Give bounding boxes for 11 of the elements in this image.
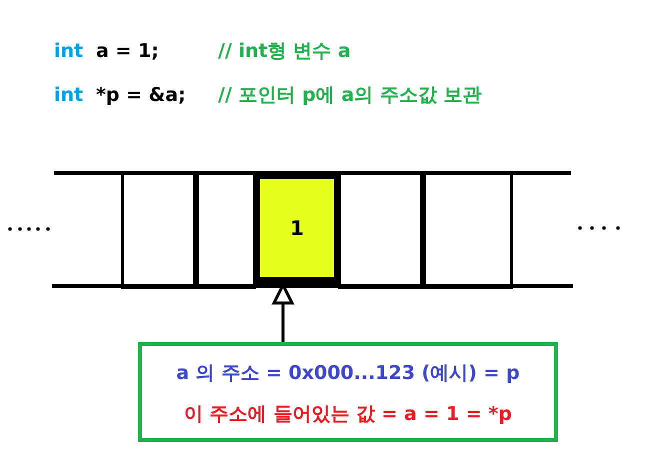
value-text: 1 [290, 216, 304, 240]
value-text: 이 주소에 들어있는 값 = a = 1 = *p [183, 402, 513, 427]
code-comment: // int형 변수 a [218, 40, 351, 62]
keyword-text: int [54, 40, 84, 62]
code-text: a = 1; [96, 40, 159, 62]
code-text: *p = &a; [96, 84, 186, 106]
code-comment: // 포인터 p에 a의 주소값 보관 [218, 84, 482, 106]
note-box [138, 342, 558, 442]
memory-cell [256, 175, 338, 285]
keyword-text: int [54, 84, 84, 106]
address-text: a 의 주소 = 0x000...123 (예시) = p [175, 361, 521, 386]
